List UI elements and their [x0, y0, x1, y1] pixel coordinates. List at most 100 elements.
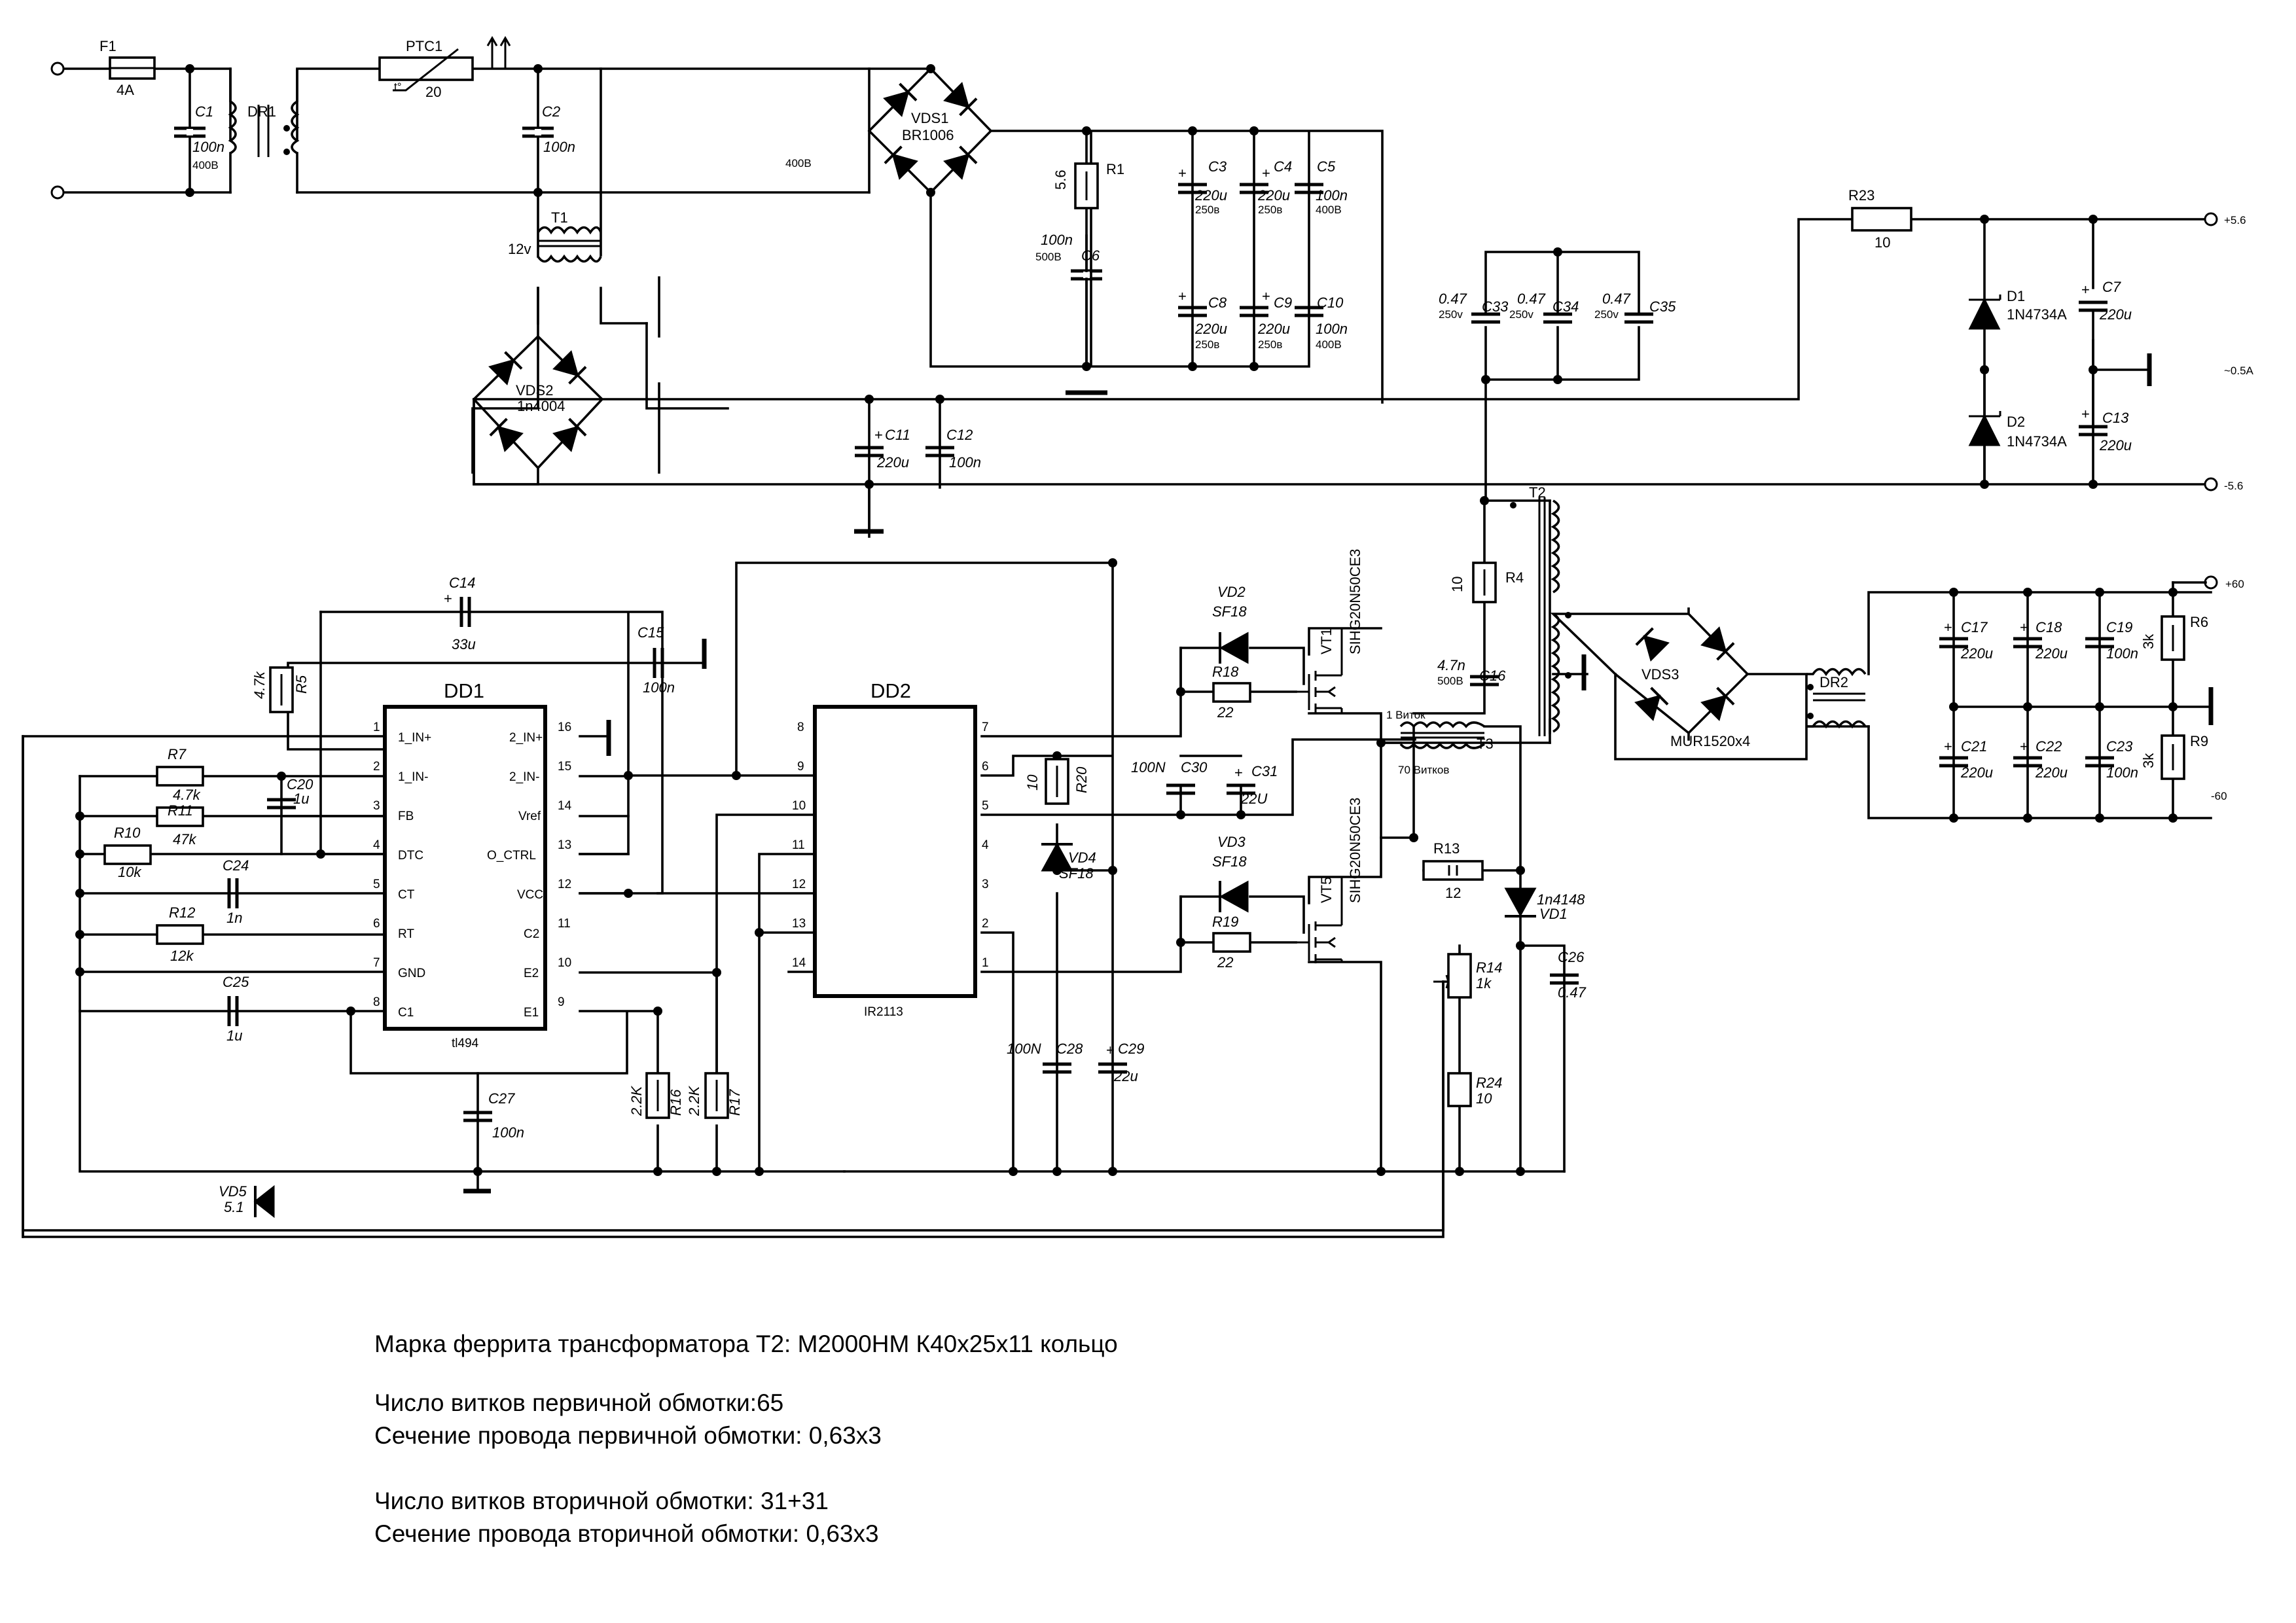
svg-text:5: 5: [373, 878, 380, 891]
junctions: [75, 64, 2178, 1176]
R1-value: 5.6: [1052, 169, 1069, 190]
C27-value: 100n: [492, 1124, 524, 1141]
R19-name: R19: [1212, 914, 1238, 930]
C20-name: C20: [287, 776, 314, 793]
PTC1-value: 20: [425, 84, 441, 100]
C4-voltage: 250в: [1258, 204, 1282, 216]
wiring: [22, 67, 2212, 1238]
svg-text:3: 3: [373, 799, 380, 813]
C3-voltage: 250в: [1195, 204, 1219, 216]
C13-name: C13: [2102, 410, 2129, 426]
C33-name: C33: [1482, 298, 1509, 315]
notes: Марка феррита трансформатора Т2: М2000НМ…: [374, 1330, 1118, 1547]
diode-VD1: 1n4148 VD1: [1504, 887, 1585, 922]
C21-value: 220u: [1960, 764, 1993, 781]
VD2-value: SF18: [1212, 603, 1247, 620]
capacitor-C9: + C9 220u 250в: [1240, 288, 1292, 351]
C26-name: C26: [1558, 949, 1585, 965]
svg-text:9: 9: [558, 995, 565, 1009]
C15-name: C15: [637, 624, 664, 641]
C7-value: 220u: [2099, 306, 2132, 323]
svg-text:+: +: [1944, 738, 1952, 755]
C6-value: 100n: [1041, 232, 1073, 248]
capacitor-C11: + C11 220u: [855, 427, 910, 471]
C34-value: 0.47: [1517, 291, 1546, 307]
resistor-R9: R9 3k: [2140, 733, 2208, 780]
bridge-VDS2: VDS2 1n4004: [490, 352, 586, 450]
fuse-F1: F1 4A: [99, 38, 156, 98]
R18-name: R18: [1212, 664, 1239, 680]
R23-value: 10: [1874, 234, 1890, 251]
output-high-capacitors: + C17 220u + C18 220u C19 100n + C21 220…: [1939, 614, 2208, 781]
note-secondary-wire: Сечение провода вторичной обмотки: 0,63х…: [374, 1520, 879, 1547]
svg-text:+: +: [444, 590, 452, 607]
capacitors-C33-C35: 0.47 250v C33 0.47 250v C34 0.47 250v C3…: [1439, 291, 1676, 324]
resistor-R1: 5.6 R1: [1052, 161, 1124, 209]
svg-text:Vref: Vref: [518, 810, 541, 823]
C10-value: 100n: [1316, 321, 1348, 337]
C5-value: 100n: [1316, 187, 1348, 204]
bridge-VDS3: VDS3 MUR1520x4: [1636, 628, 1750, 749]
svg-text:2_IN+: 2_IN+: [509, 731, 543, 745]
svg-text:2_IN-: 2_IN-: [509, 770, 539, 784]
capacitor-C12: C12 100n: [925, 427, 981, 471]
T1-name: T1: [551, 209, 568, 226]
VD1-value: 1n4148: [1537, 891, 1585, 908]
C11-name: C11: [885, 427, 910, 443]
out-pos-low: +5.6: [2224, 214, 2246, 226]
svg-text:10: 10: [792, 799, 806, 813]
svg-text:+: +: [1178, 288, 1187, 304]
C18-name: C18: [2036, 619, 2062, 635]
R24-value: 10: [1476, 1090, 1492, 1107]
R18-value: 22: [1217, 704, 1233, 721]
R13-value: 12: [1445, 885, 1461, 901]
svg-text:13: 13: [558, 838, 571, 852]
C19-value: 100n: [2106, 645, 2138, 662]
C4-value: 220u: [1257, 187, 1290, 204]
C11-value: 220u: [876, 454, 909, 471]
C29-value: 22u: [1113, 1068, 1138, 1084]
choke-DR2: DR2: [1806, 668, 1867, 729]
C25-value: 1u: [226, 1027, 242, 1044]
capacitor-C16: 4.7n 500B C16: [1437, 657, 1506, 687]
thermistor-PTC1: PTC1 20 t°: [378, 36, 511, 100]
C24-name: C24: [223, 857, 249, 874]
out-pos-high: +60: [2225, 578, 2244, 590]
svg-text:7: 7: [982, 721, 989, 734]
controller-passives: + C14 33u C15 100n 4.7k R5 R7 4.7k C20 1…: [103, 575, 743, 1219]
C29-name: C29: [1118, 1041, 1144, 1057]
F1-value: 4A: [117, 82, 134, 98]
C23-value: 100n: [2106, 764, 2138, 781]
svg-text:+: +: [2081, 281, 2090, 298]
DD1-part: tl494: [452, 1037, 479, 1050]
svg-text:14: 14: [558, 799, 572, 813]
R4-name: R4: [1505, 569, 1524, 586]
C2-value: 100n: [543, 139, 575, 155]
out-neg-high: -60: [2211, 790, 2227, 802]
R7-name: R7: [168, 746, 187, 762]
capacitor-C13: + C13 220u: [2079, 406, 2132, 454]
C27-name: C27: [488, 1090, 515, 1107]
R9-value: 3k: [2140, 753, 2157, 768]
capacitor-C7: + C7 220u: [2079, 279, 2132, 323]
C26-value: 0.47: [1558, 984, 1587, 1001]
C28-name: C28: [1056, 1041, 1083, 1057]
svg-text:E1: E1: [524, 1006, 539, 1020]
VT1-value: SIHG20N50CE3: [1347, 549, 1363, 654]
svg-text:2: 2: [373, 760, 380, 774]
svg-text:9: 9: [797, 760, 804, 774]
PTC1-name: PTC1: [406, 38, 442, 54]
R20-value: 10: [1024, 774, 1041, 791]
C34-voltage: 250v: [1509, 308, 1534, 321]
svg-text:14: 14: [792, 956, 806, 970]
R16-name: R16: [668, 1089, 684, 1116]
VDS3-value: MUR1520x4: [1670, 733, 1750, 749]
VD4-value: SF18: [1059, 865, 1094, 882]
resistor-R24: R24 10: [1447, 1072, 1502, 1107]
C35-voltage: 250v: [1594, 308, 1619, 321]
svg-text:+: +: [2020, 619, 2028, 635]
C6-voltage: 500B: [1035, 251, 1062, 263]
zener-D2: D2 1N4734A: [1968, 411, 2067, 450]
bridge-VDS1: VDS1 BR1006: [885, 64, 977, 197]
